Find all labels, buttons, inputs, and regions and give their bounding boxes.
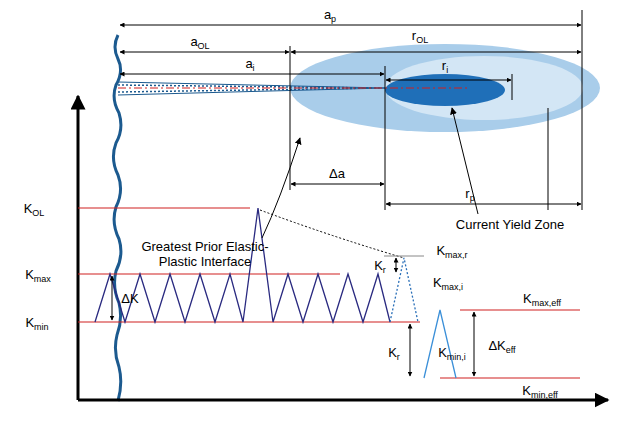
extension-lines [290, 10, 582, 210]
axis-level-label: Kmin [25, 315, 48, 330]
axis-level-label: Kmax [25, 267, 51, 282]
range-label: ΔK [121, 291, 138, 306]
next-cycle [390, 258, 418, 322]
dimension-label: Δa [329, 166, 345, 181]
dimension-label: rOL [412, 28, 428, 43]
residual-decay-curve [260, 210, 404, 258]
axis-level-label: KOL [24, 201, 45, 216]
range-label: Kr [374, 258, 386, 273]
dimension-lines [120, 25, 581, 204]
crack-centerline [118, 88, 470, 89]
level-label: Kmin,eff [522, 383, 558, 398]
range-arrows [112, 258, 474, 376]
load-history [95, 208, 390, 322]
range-label: Kr [388, 345, 400, 360]
callout-label: Greatest Prior Elastic-Plastic Interface [125, 239, 285, 269]
leader-lines [262, 108, 478, 238]
callout-label: Current Yield Zone [456, 217, 564, 232]
load-levels [78, 208, 580, 378]
kmax-r-level [384, 256, 424, 257]
level-label: Kmax,i [433, 275, 463, 290]
dimension-label: aOL [190, 34, 209, 49]
range-label: ΔKeff [488, 338, 515, 353]
axes [78, 96, 608, 400]
level-label: Kmax,r [436, 243, 467, 258]
current-plastic-zone [385, 56, 583, 120]
dimension-label: rp [465, 186, 474, 201]
level-label: Kmax,eff [523, 291, 561, 306]
effective-cycle [424, 310, 456, 378]
dimension-label: ap [324, 7, 336, 22]
level-label: Kmin,i [438, 345, 466, 360]
dimension-label: ri [442, 58, 448, 73]
dimension-label: ai [245, 56, 254, 71]
specimen-edge [113, 35, 120, 401]
current-yield-zone [385, 74, 505, 106]
